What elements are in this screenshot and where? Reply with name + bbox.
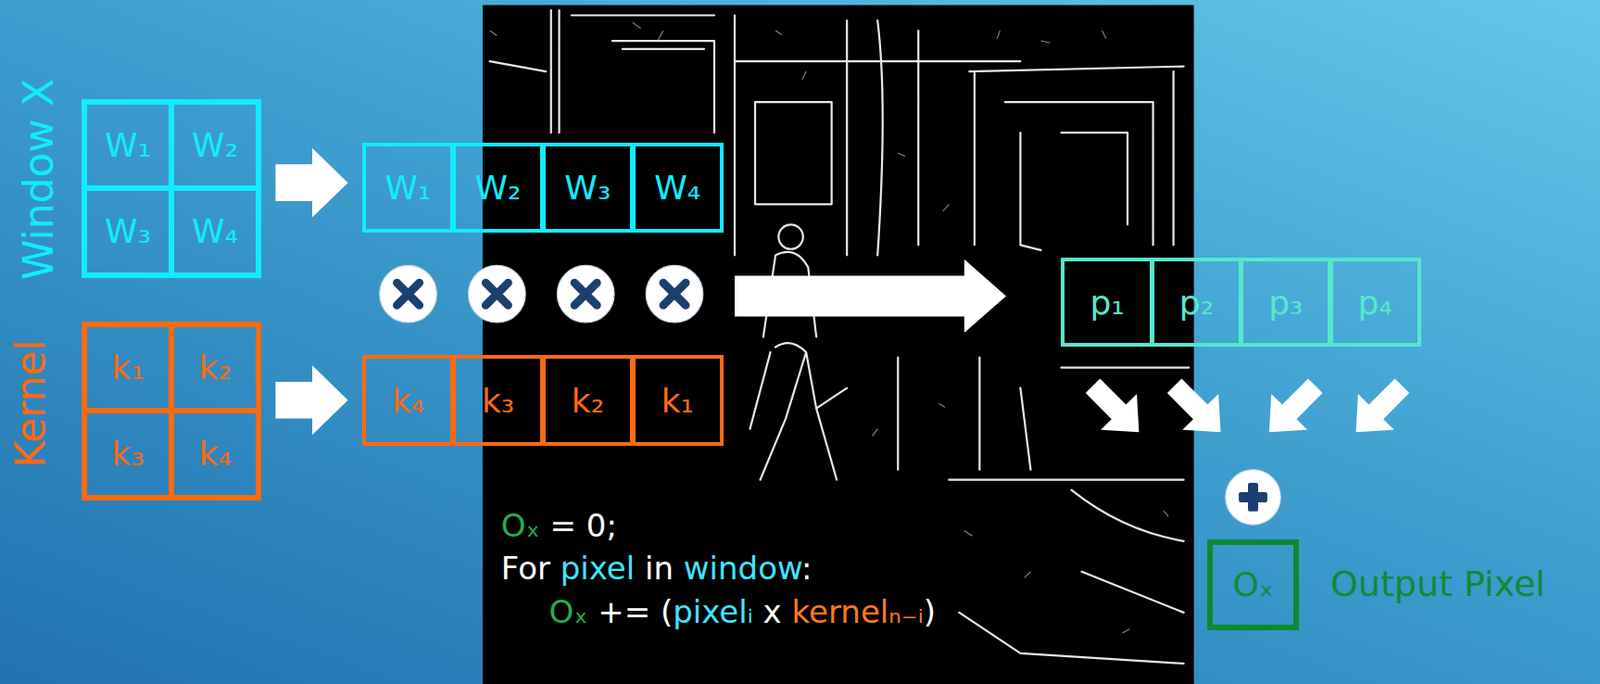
photo-edge (734, 15, 1021, 256)
window-row-cell: W₂ (452, 142, 544, 233)
kernel-row-cell: k₂ (541, 354, 634, 446)
multiply-circle (468, 264, 527, 323)
block-arrow (1074, 367, 1158, 451)
cell-label: W₁ (384, 168, 431, 207)
code-line: Oₓ = 0; (501, 507, 618, 544)
cell-label: W₃ (564, 168, 611, 207)
cell-label: W₄ (654, 168, 701, 207)
cell-label: p₄ (1358, 283, 1393, 322)
kernel-row-cell: k₁ (631, 354, 724, 446)
multiply-symbol (468, 264, 527, 323)
product-cell: p₄ (1329, 257, 1422, 348)
block-arrow (275, 148, 348, 218)
multiply-circle (379, 264, 438, 323)
cell-label: p₃ (1268, 283, 1303, 322)
block-arrow (1156, 367, 1239, 451)
multiply-symbol (645, 264, 704, 323)
kernel-cell: k₄ (171, 410, 259, 497)
cell-label: W₃ (104, 212, 152, 251)
cell-label: k₃ (481, 381, 515, 420)
plus-symbol (1225, 469, 1281, 525)
code-token: : (801, 549, 812, 587)
cell-label: k₁ (112, 348, 145, 387)
multiply-circle (556, 264, 615, 323)
code-token: x (753, 592, 793, 630)
kernel-row-cell: k₄ (362, 354, 454, 446)
cell-label: W₂ (191, 125, 239, 164)
kernel-cell: k₂ (171, 324, 259, 411)
code-token: ) (923, 592, 936, 630)
output-label: Output Pixel (1330, 564, 1546, 605)
output-symbol: Oₓ (1232, 565, 1273, 604)
multiply-cross (574, 282, 597, 305)
multiply-symbol (556, 264, 615, 323)
window-cell: W₁ (84, 101, 172, 189)
cell-label: W₁ (104, 125, 152, 164)
window-grid: Window XW₁W₂W₃W₄ (81, 99, 262, 278)
window-cell: W₂ (171, 101, 259, 189)
photo-texture (490, 22, 1169, 633)
code-token: pixelᵢ (672, 592, 754, 630)
code-token: pixel (560, 549, 635, 587)
block-arrow (1337, 367, 1421, 451)
code-token: window (683, 549, 802, 587)
window-row-cell: W₃ (541, 142, 634, 233)
code-token: kernelₙ₋ᵢ (792, 592, 924, 630)
block-arrow (275, 365, 348, 435)
cell-label: k₄ (391, 381, 425, 420)
cell-label: W₂ (474, 168, 521, 207)
multiply-cross (663, 282, 686, 305)
product-cell: p₃ (1239, 257, 1332, 348)
edge-photo (482, 5, 1195, 684)
window-row-cell: W₁ (362, 142, 454, 233)
sum-arrows (1074, 367, 1421, 451)
cell-label: k₂ (571, 381, 605, 420)
plus-circle (1225, 469, 1281, 525)
multiply-circle (645, 264, 704, 323)
code-token: += ( (587, 592, 673, 630)
code-token: = 0; (540, 506, 618, 544)
code-token: For (501, 549, 561, 587)
kernel-grid: Kernelk₁k₂k₃k₄ (81, 321, 262, 501)
kernel-cell: k₃ (84, 410, 172, 497)
output-box: OₓOutput Pixel (1207, 539, 1299, 630)
cell-label: k₃ (112, 434, 145, 473)
multiply-symbols (379, 264, 704, 323)
product-cell: p₂ (1150, 257, 1243, 348)
window-cell: W₃ (84, 188, 172, 275)
photo-edges (490, 10, 1189, 664)
photo-edge (490, 22, 1169, 633)
photo-edge (897, 357, 1189, 664)
block-arrow (1250, 367, 1334, 451)
cell-label: p₂ (1179, 283, 1214, 322)
kernel-row-cell: k₃ (452, 354, 544, 446)
block-arrow (734, 259, 1007, 333)
cell-label: k₂ (199, 348, 232, 387)
code-line: For pixel in window: (501, 550, 813, 587)
multiply-cross (396, 282, 419, 305)
code-line: Oₓ += (pixelᵢ x kernelₙ₋ᵢ) (549, 593, 937, 630)
code-token: Oₓ (501, 506, 541, 544)
section-heading: Kernel (7, 339, 55, 467)
photo-edge (969, 66, 1184, 251)
cell-label: k₄ (199, 434, 232, 473)
multiply-cross (485, 282, 508, 305)
code-token: Oₓ (549, 592, 589, 630)
section-heading: Window X (14, 78, 63, 281)
photo-edge (778, 224, 803, 249)
product-cell: p₁ (1060, 257, 1153, 348)
window-cell: W₄ (171, 188, 259, 275)
cell-label: k₁ (661, 381, 694, 420)
cell-label: W₄ (191, 212, 239, 251)
multiply-symbol (379, 264, 438, 323)
photo-edge (490, 10, 715, 133)
code-token: in (634, 549, 684, 587)
kernel-cell: k₁ (84, 324, 172, 411)
cell-label: p₁ (1089, 283, 1124, 322)
plus-bar (1247, 482, 1259, 512)
window-row-cell: W₄ (631, 142, 724, 233)
